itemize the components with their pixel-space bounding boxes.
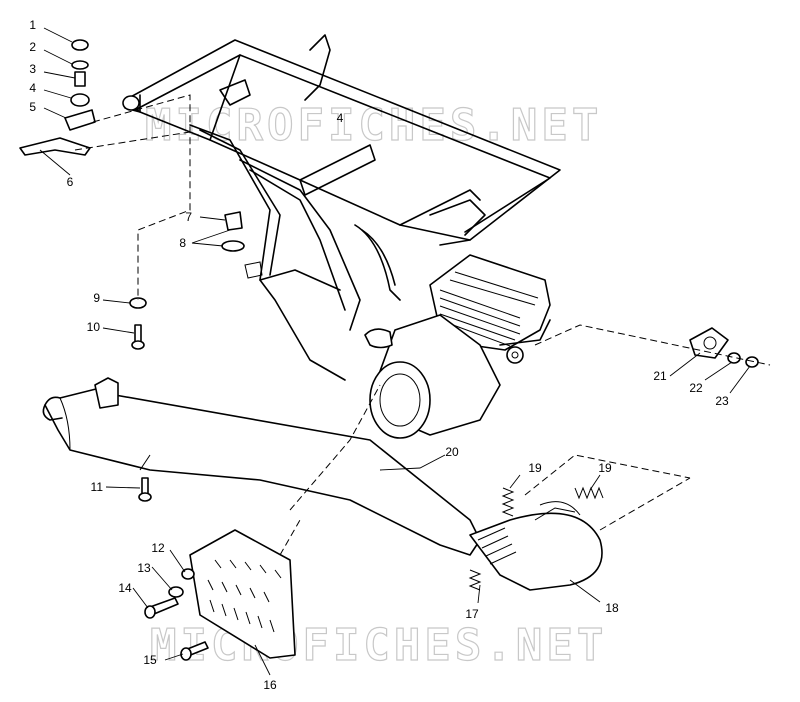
callout-4: 4 — [29, 81, 36, 95]
callout-4-frame: 4 — [337, 111, 344, 125]
callout-22: 22 — [689, 381, 703, 395]
springs — [468, 486, 604, 591]
leader-lines — [39, 27, 751, 676]
callout-23: 23 — [715, 394, 729, 408]
callout-6: 6 — [67, 175, 74, 189]
callout-16: 16 — [263, 678, 277, 692]
callout-10: 10 — [87, 320, 101, 334]
callout-14: 14 — [118, 581, 132, 595]
callout-20: 20 — [445, 445, 459, 459]
muffler — [42, 377, 481, 556]
callout-15: 15 — [143, 653, 157, 667]
callout-12: 12 — [151, 541, 165, 555]
callout-8: 8 — [179, 236, 186, 250]
exhaust-flange — [689, 327, 759, 368]
callout-11: 11 — [91, 480, 104, 494]
bolts-left — [129, 297, 152, 502]
callout-17: 17 — [465, 607, 479, 621]
bolts-shield — [144, 568, 209, 661]
callout-3: 3 — [29, 62, 36, 76]
engine — [364, 254, 551, 439]
callout-18: 18 — [605, 601, 619, 615]
callout-7: 7 — [185, 210, 192, 224]
callout-13: 13 — [137, 561, 151, 575]
callout-19-left: 19 — [528, 461, 542, 475]
reference-lines — [74, 94, 771, 556]
callout-2: 2 — [29, 40, 36, 54]
callout-1: 1 — [29, 18, 36, 32]
heat-shield — [189, 529, 296, 659]
callout-5: 5 — [29, 100, 36, 114]
callout-9: 9 — [93, 291, 100, 305]
callout-19-right: 19 — [598, 461, 612, 475]
head-pipe — [469, 501, 603, 591]
grommet-hardware — [221, 211, 245, 252]
mount-hardware — [19, 39, 96, 156]
watermark-bottom: MICROFICHES.NET — [150, 620, 607, 671]
callout-21: 21 — [653, 369, 667, 383]
callout-labels: 1 2 3 4 5 6 7 8 9 10 11 12 13 14 15 16 1… — [29, 18, 729, 692]
